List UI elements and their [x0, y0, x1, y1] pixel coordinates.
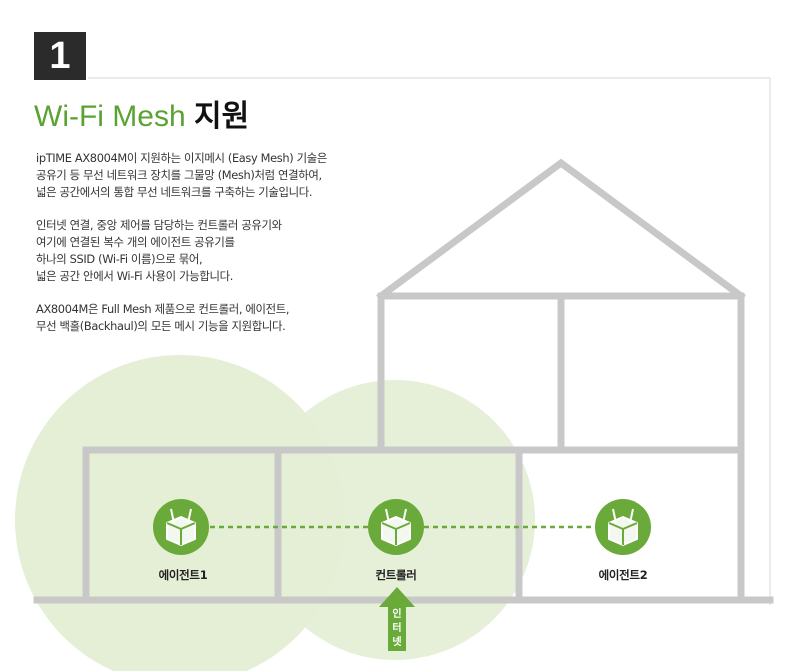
internet-arrow-char: 넷: [392, 637, 402, 648]
router-node-agent1: [153, 499, 209, 555]
description-line: 공유기 등 무선 네트워크 장치를 그물망 (Mesh)처럼 연결하여,: [36, 168, 322, 182]
description-line: AX8004M은 Full Mesh 제품으로 컨트롤러, 에이전트,: [36, 302, 290, 316]
node-label-controller: 컨트롤러: [375, 568, 417, 582]
router-node-controller: [368, 499, 424, 555]
description-paragraph-2: 인터넷 연결, 중앙 제어를 담당하는 컨트롤러 공유기와 여기에 연결된 복수…: [36, 217, 396, 285]
node-label-agent1: 에이전트1: [158, 568, 208, 582]
description-paragraph-3: AX8004M은 Full Mesh 제품으로 컨트롤러, 에이전트, 무선 백…: [36, 301, 396, 335]
internet-arrow-char: 터: [392, 623, 402, 634]
description-line: 인터넷 연결, 중앙 제어를 담당하는 컨트롤러 공유기와: [36, 218, 282, 232]
description-line: 여기에 연결된 복수 개의 에이전트 공유기를: [36, 235, 235, 249]
description: ipTIME AX8004M이 지원하는 이지메시 (Easy Mesh) 기술…: [36, 150, 396, 351]
router-icon: [381, 508, 411, 546]
internet-arrow-char: 인: [392, 609, 402, 620]
title-english: Wi-Fi Mesh: [34, 100, 186, 133]
description-line: 넓은 공간에서의 통합 무선 네트워크를 구축하는 기술입니다.: [36, 185, 313, 199]
section-number: 1: [34, 32, 86, 80]
description-line: ipTIME AX8004M이 지원하는 이지메시 (Easy Mesh) 기술…: [36, 151, 328, 165]
router-node-agent2: [595, 499, 651, 555]
description-paragraph-1: ipTIME AX8004M이 지원하는 이지메시 (Easy Mesh) 기술…: [36, 150, 396, 201]
description-line: 무선 백홀(Backhaul)의 모든 메시 기능을 지원합니다.: [36, 319, 286, 333]
node-label-agent2: 에이전트2: [598, 568, 648, 582]
router-icon: [166, 508, 196, 546]
title-korean: 지원: [194, 100, 250, 133]
page-title: Wi-Fi Mesh 지원: [34, 98, 249, 136]
internet-arrow: [379, 587, 415, 651]
router-icon: [608, 508, 638, 546]
description-line: 하나의 SSID (Wi-Fi 이름)으로 묶어,: [36, 252, 203, 266]
description-line: 넓은 공간 안에서 Wi-Fi 사용이 가능합니다.: [36, 269, 233, 283]
